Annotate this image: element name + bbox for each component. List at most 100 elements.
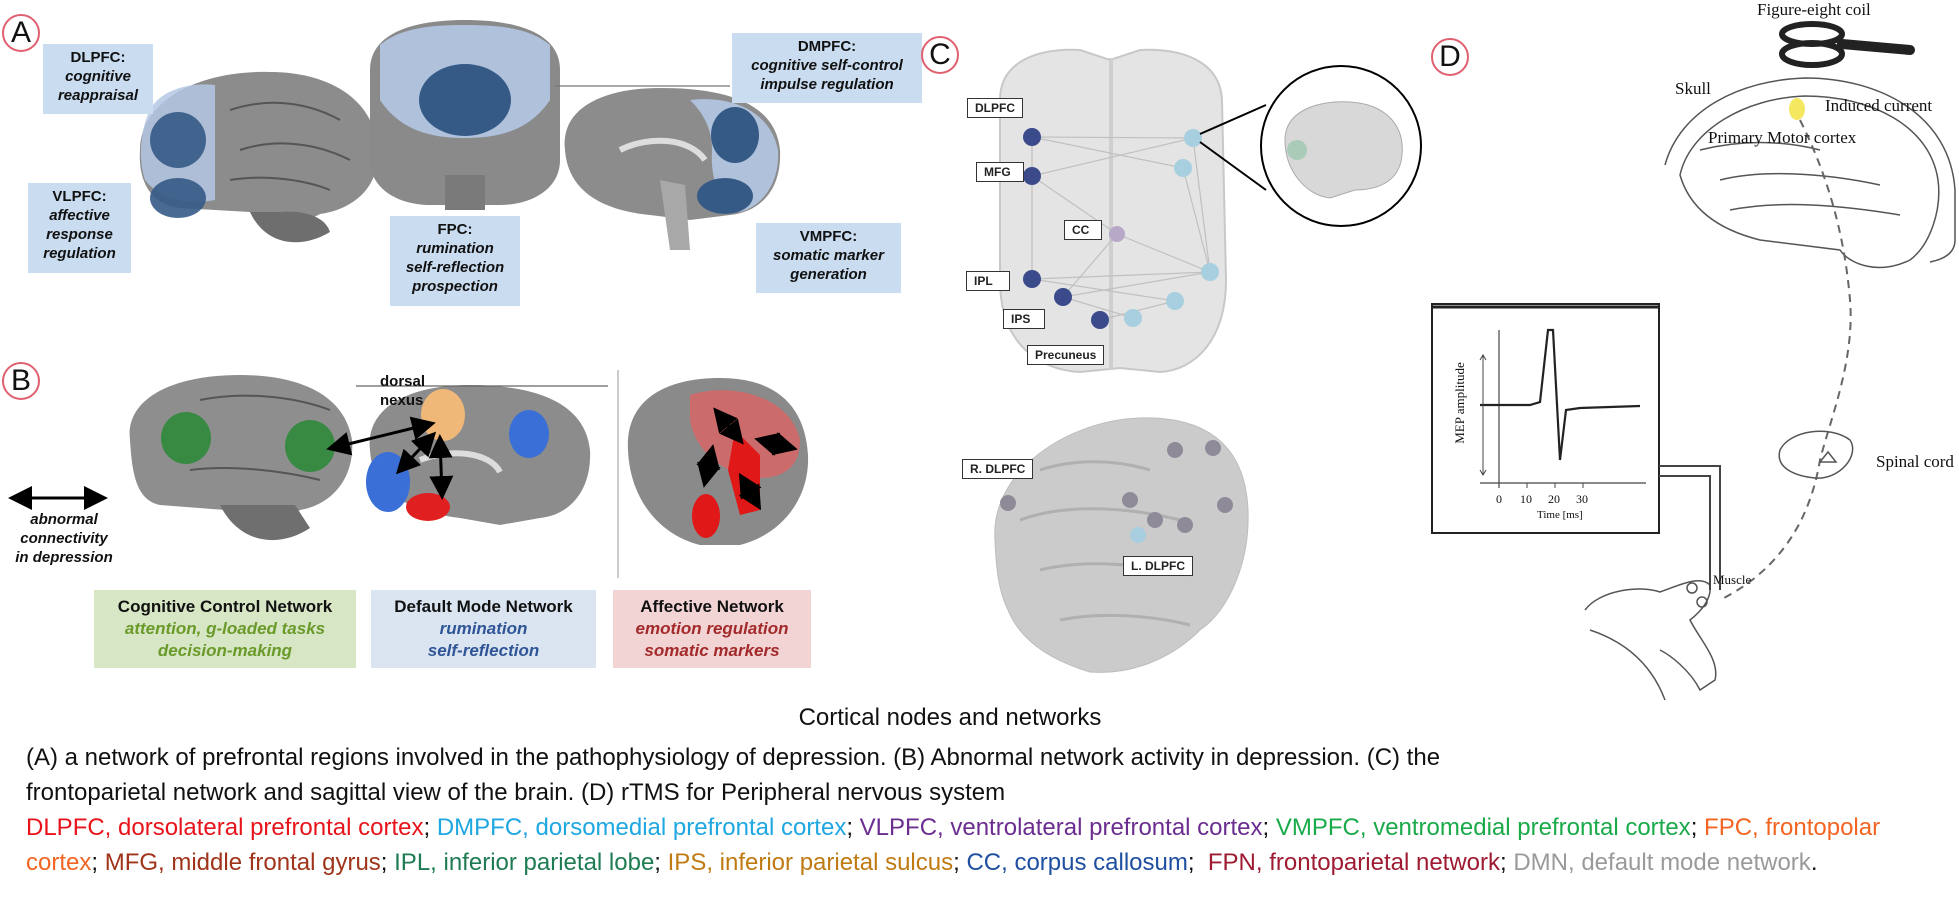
coil-label: Figure-eight coil [1757,0,1871,19]
legend-separator: ; [91,849,105,876]
ccn-title: Cognitive Control Network [117,597,333,616]
dorsal-nexus-line-2: nexus [380,392,424,409]
panel-b-letter: B [2,362,40,400]
legend-separator: ; [1187,849,1208,876]
mep-x-axis-label: Time [ms] [1537,509,1583,521]
fpc-title: FPC: [437,221,473,238]
vmpfc-title: VMPFC: [799,228,858,245]
lateral-brain-image [139,71,379,243]
vlpfc-desc-1: affective [49,207,110,224]
figure-eight-coil-icon [1779,21,1915,68]
spinal-cord-illustration [1778,430,1854,479]
legend-separator: ; [423,814,437,841]
an-desc-2: somatic markers [644,641,780,660]
dmpfc-title: DMPFC: [797,38,857,55]
dmn-desc-1: rumination [439,619,528,638]
dlpfc-desc-2: reappraisal [57,87,139,104]
legend-separator: ; [654,849,668,876]
abnormal-line-3: in depression [15,549,113,566]
panel-c-letter: C [921,36,959,74]
legend-entry: IPS, inferior parietal sulcus [667,849,954,876]
node-label-cc: CC [1064,220,1102,240]
lateral-glass-brain-image [994,417,1249,673]
abnormal-connectivity-label: abnormal connectivity in depression [4,510,124,567]
dlpfc-label: DLPFC: cognitive reappraisal [43,44,153,114]
dmpfc-desc-1: cognitive self-control [751,57,903,74]
network-medial-brain-image [326,385,591,525]
ccn-desc-1: attention, g-loaded tasks [124,619,326,638]
head-illustration [1664,77,1956,269]
ccn-desc-2: decision-making [157,641,293,660]
legend-separator: ; [1690,814,1705,841]
legend-separator: ; [1500,849,1514,876]
mep-y-axis-label: MEP amplitude [1452,362,1467,444]
legend-entry: FPN, frontoparietal network [1207,849,1500,876]
mep-tick-30: 30 [1576,492,1588,506]
node-label-ips: IPS [1003,309,1045,329]
skull-label: Skull [1675,79,1711,98]
panel-a-letter: A [2,14,40,52]
legend-entry: VMPFC, ventromedial prefrontal cortex [1275,814,1691,841]
affective-brain-image [627,378,809,545]
dorsal-nexus-label: dorsal nexus [380,372,425,410]
vmpfc-label: VMPFC: somatic marker generation [756,223,901,293]
caption-line-2: frontoparietal network and sagittal view… [26,779,1006,806]
dlpfc-title: DLPFC: [70,49,126,66]
vlpfc-desc-2: response [46,226,113,243]
mep-tick-10: 10 [1520,492,1532,506]
legend-entry: VLPFC, ventrolateral prefrontal cortex [859,814,1263,841]
vmpfc-desc-2: generation [790,266,867,283]
zoom-inset [1199,65,1422,227]
coronal-brain-image [370,20,560,210]
abnormal-line-1: abnormal [30,511,98,528]
fpc-desc-1: rumination [416,240,494,257]
axial-glass-brain-image [999,48,1228,374]
an-title: Affective Network [640,597,784,616]
fpc-desc-3: prospection [412,278,498,295]
dlpfc-desc-1: cognitive [65,68,131,85]
node-label-dlpfc: DLPFC [967,98,1023,118]
node-label-l-dlpfc: L. DLPFC [1123,556,1193,576]
legend-entry: IPL, inferior parietal lobe [394,849,655,876]
legend-entry: MFG, middle frontal gyrus [104,849,381,876]
fpc-label: FPC: rumination self-reflection prospect… [390,216,520,306]
vlpfc-label: VLPFC: affective response regulation [28,183,131,273]
affective-network-box: Affective Network emotion regulation som… [613,590,811,668]
motor-cortex-label: Primary Motor cortex [1708,128,1857,147]
spinal-cord-label: Spinal cord [1876,452,1954,471]
hand-illustration [1584,580,1717,701]
fpc-desc-2: self-reflection [405,259,505,276]
dmpfc-label: DMPFC: cognitive self-control impulse re… [732,33,922,103]
legend-separator: ; [953,849,967,876]
muscle-label: Muscle [1713,572,1752,587]
caption-legend: DLPFC, dorsolateral prefrontal cortex; D… [26,810,1886,880]
node-label-mfg: MFG [976,162,1024,182]
legend-separator: . [1810,849,1818,876]
dmn-desc-2: self-reflection [427,641,540,660]
panel-d-letter: D [1431,38,1469,76]
legend-entry: DLPFC, dorsolateral prefrontal cortex [26,814,424,841]
legend-entry: DMN, default mode network [1513,849,1811,876]
induced-current-label: Induced current [1825,96,1933,115]
mep-tick-0: 0 [1496,492,1502,506]
mep-chart-box [1431,303,1660,534]
node-label-r-dlpfc: R. DLPFC [962,459,1034,479]
dmn-title: Default Mode Network [394,597,573,616]
legend-entry: FPC, frontopolar cortex [26,814,1881,876]
vlpfc-desc-3: regulation [43,245,116,262]
abnormal-line-2: connectivity [20,530,108,547]
legend-separator: ; [1262,814,1276,841]
nerve-pathway [1719,119,1852,601]
legend-separator: ; [846,814,860,841]
dmpfc-desc-2: impulse regulation [760,76,894,93]
node-label-precuneus: Precuneus [1027,345,1105,365]
medial-brain-image [564,88,781,250]
default-mode-network-box: Default Mode Network rumination self-ref… [371,590,596,668]
mep-tick-20: 20 [1548,492,1560,506]
cognitive-control-network-box: Cognitive Control Network attention, g-l… [94,590,356,668]
caption-title: Cortical nodes and networks [798,704,1102,731]
